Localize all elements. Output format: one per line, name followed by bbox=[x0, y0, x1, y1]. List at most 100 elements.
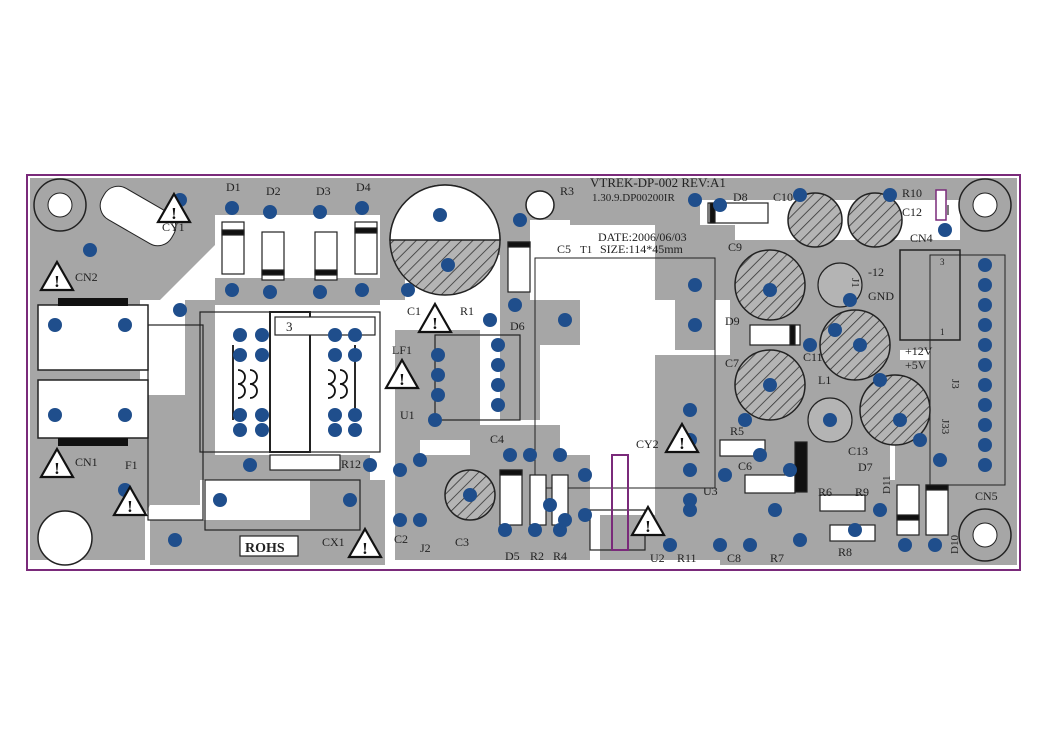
pad bbox=[348, 423, 362, 437]
pad bbox=[348, 328, 362, 342]
pad bbox=[513, 213, 527, 227]
board-part-number: 1.30.9.DP00200IR bbox=[592, 192, 675, 204]
svg-text:!: ! bbox=[171, 204, 177, 223]
label-c8: C8 bbox=[727, 551, 741, 565]
label-j1: J1 bbox=[849, 278, 861, 288]
pad bbox=[173, 303, 187, 317]
pad bbox=[978, 318, 992, 332]
label-c9: C9 bbox=[728, 240, 742, 254]
label-r4: R4 bbox=[553, 549, 567, 563]
pad bbox=[413, 513, 427, 527]
pad bbox=[913, 433, 927, 447]
pad bbox=[738, 413, 752, 427]
svg-text:!: ! bbox=[399, 370, 405, 389]
pad bbox=[853, 338, 867, 352]
pad bbox=[328, 328, 342, 342]
pad bbox=[431, 368, 445, 382]
label-gnd: GND bbox=[868, 289, 894, 303]
connectors bbox=[37, 185, 177, 446]
pad bbox=[978, 398, 992, 412]
label-c4: C4 bbox=[490, 432, 504, 446]
label-r5: R5 bbox=[730, 424, 744, 438]
pad bbox=[978, 438, 992, 452]
pad bbox=[688, 318, 702, 332]
components bbox=[221, 189, 949, 551]
label-transformer-3: 3 bbox=[286, 319, 293, 334]
pad bbox=[363, 458, 377, 472]
warning-triangle-icon: ! bbox=[417, 301, 453, 334]
warning-triangle-icon: ! bbox=[630, 504, 666, 537]
pad bbox=[688, 278, 702, 292]
label-cx1: CX1 bbox=[322, 535, 345, 549]
pin-1-mark: 1 bbox=[940, 327, 945, 337]
pad bbox=[978, 418, 992, 432]
label-r9: R9 bbox=[855, 485, 869, 499]
label-l1: L1 bbox=[818, 373, 831, 387]
pad bbox=[255, 423, 269, 437]
label-r6: R6 bbox=[818, 485, 832, 499]
pad bbox=[683, 503, 697, 517]
label-u2: U2 bbox=[650, 551, 665, 565]
pad bbox=[355, 283, 369, 297]
pad bbox=[558, 513, 572, 527]
pad bbox=[313, 205, 327, 219]
pad bbox=[553, 448, 567, 462]
label-r2: R2 bbox=[530, 549, 544, 563]
pad bbox=[48, 318, 62, 332]
pad bbox=[225, 201, 239, 215]
label-c13: C13 bbox=[848, 444, 868, 458]
svg-text:!: ! bbox=[127, 497, 133, 516]
label-d1: D1 bbox=[226, 180, 241, 194]
label-lf1: LF1 bbox=[392, 343, 412, 357]
label-plus12v: +12V bbox=[905, 344, 933, 358]
pad bbox=[753, 448, 767, 462]
pad bbox=[441, 258, 455, 272]
pad bbox=[428, 413, 442, 427]
board-date: DATE:2006/06/03 bbox=[598, 230, 687, 244]
pad bbox=[883, 188, 897, 202]
pad bbox=[768, 503, 782, 517]
svg-text:!: ! bbox=[54, 459, 60, 478]
pad bbox=[255, 348, 269, 362]
svg-text:!: ! bbox=[679, 434, 685, 453]
silkscreen-labels: VTREK-DP-002 REV:A1 1.30.9.DP00200IR DAT… bbox=[75, 175, 998, 565]
pad bbox=[431, 348, 445, 362]
pad bbox=[523, 448, 537, 462]
pad bbox=[793, 533, 807, 547]
pad bbox=[848, 523, 862, 537]
rohs-label: ROHS bbox=[245, 541, 285, 556]
pad bbox=[928, 538, 942, 552]
label-d10: D10 bbox=[949, 535, 961, 554]
pad bbox=[683, 403, 697, 417]
pad bbox=[48, 408, 62, 422]
pad bbox=[503, 448, 517, 462]
label-d8: D8 bbox=[733, 190, 748, 204]
pad bbox=[491, 398, 505, 412]
label-c7: C7 bbox=[725, 356, 739, 370]
pad bbox=[491, 338, 505, 352]
pad bbox=[873, 373, 887, 387]
label-cn1: CN1 bbox=[75, 455, 98, 469]
label-c11: C11 bbox=[803, 350, 823, 364]
label-r11: R11 bbox=[677, 551, 697, 565]
label-d5: D5 bbox=[505, 549, 520, 563]
pad bbox=[225, 283, 239, 297]
pad bbox=[978, 278, 992, 292]
label-u3: U3 bbox=[703, 484, 718, 498]
label-r1: R1 bbox=[460, 304, 474, 318]
pad bbox=[431, 388, 445, 402]
pad bbox=[938, 223, 952, 237]
warning-triangle-icon: ! bbox=[39, 259, 75, 292]
pad bbox=[483, 313, 497, 327]
pad bbox=[978, 298, 992, 312]
pad bbox=[168, 533, 182, 547]
label-j3: J3 bbox=[949, 379, 961, 389]
label-j2: J2 bbox=[420, 541, 431, 555]
label-d9: D9 bbox=[725, 314, 740, 328]
mounting-holes bbox=[33, 178, 1012, 566]
warning-triangle-icon: ! bbox=[664, 421, 700, 454]
pad bbox=[543, 498, 557, 512]
pad bbox=[978, 358, 992, 372]
pad bbox=[433, 208, 447, 222]
label-r8: R8 bbox=[838, 545, 852, 559]
